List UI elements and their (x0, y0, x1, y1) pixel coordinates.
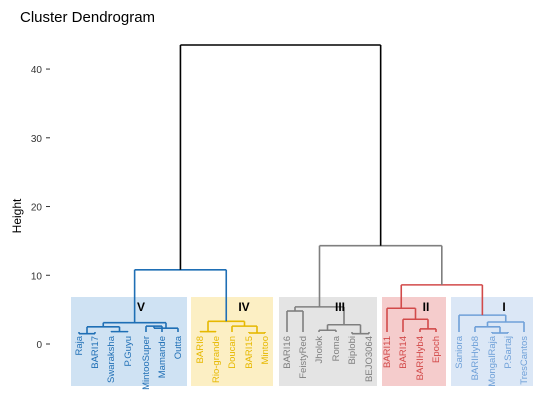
leaf-label: BARI15 (244, 336, 255, 369)
dendrogram-branches (78, 44, 525, 335)
y-tick-label: 30 (31, 134, 43, 145)
leaf-label: Rio-grande (211, 336, 222, 383)
cluster-label-iv: IV (238, 300, 249, 314)
leaf-label: BARI16 (282, 336, 293, 369)
cluster-label-i: I (502, 300, 505, 314)
cluster-box-iii (279, 297, 377, 386)
y-axis: 0 10 20 30 40 (31, 65, 50, 351)
leaf-label: MintooSuper (141, 336, 152, 390)
leaf-label: MongalRaja (487, 335, 498, 386)
leaf-label: Mintoo (260, 336, 271, 365)
leaf-label: Swaraksha (106, 335, 117, 383)
leaf-label: BEJO3064 (364, 336, 375, 382)
cluster-boxes (71, 297, 533, 386)
leaf-label: BARI14 (398, 336, 409, 369)
y-tick-label: 0 (36, 340, 42, 351)
leaf-label: TresCantos (519, 336, 530, 385)
y-axis-label: Height (10, 198, 24, 233)
leaf-labels: Raja BARI17 Swaraksha P.Guyu MintooSuper Mama… (74, 335, 530, 390)
leaf-label: BARI8 (195, 336, 206, 363)
cluster-label-ii: II (423, 300, 430, 314)
leaf-label: BARIHyb8 (470, 336, 481, 380)
leaf-label: Mamande (157, 336, 168, 378)
chart-title: Cluster Dendrogram (20, 9, 155, 26)
leaf-label: P.Sartaj (503, 336, 514, 369)
leaf-label: BARI17 (90, 336, 101, 369)
cluster-box-iv (191, 297, 273, 386)
leaf-label: BARIHyb4 (415, 336, 426, 380)
cluster-label-v: V (137, 300, 145, 314)
cluster-label-iii: III (335, 300, 345, 314)
y-tick-label: 20 (31, 203, 43, 214)
cluster-box-i (451, 297, 533, 386)
cluster-box-ii (382, 297, 446, 386)
leaf-label: P.Guyu (123, 336, 134, 366)
leaf-label: BARI11 (382, 336, 393, 368)
leaf-label: Epoch (431, 336, 442, 363)
cluster-box-v (71, 297, 187, 386)
leaf-label: Doucan (227, 336, 238, 369)
leaf-label: FeistyRed (298, 336, 309, 379)
leaf-label: Saniora (454, 335, 465, 368)
leaf-label: Roma (331, 335, 342, 361)
y-tick-label: 40 (31, 65, 43, 76)
leaf-label: Raja (74, 335, 85, 355)
y-tick-label: 10 (31, 271, 43, 282)
leaf-label: Biplobi (347, 336, 358, 365)
leaf-label: Jholok (314, 336, 325, 364)
leaf-label: Outta (173, 335, 184, 359)
